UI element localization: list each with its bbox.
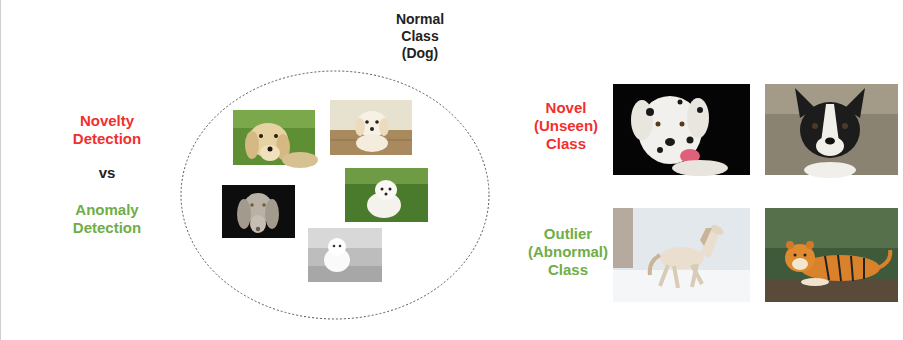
class-heading: Normal Class (Dog) <box>385 11 455 62</box>
method-label: Novelty Detection <box>57 112 157 148</box>
class-label: Outlier (Abnormal) Class <box>525 225 611 279</box>
versus-label: vs <box>87 164 127 182</box>
dotted-ellipse <box>180 70 490 320</box>
class-label: Novel (Unseen) Class <box>524 99 608 153</box>
class-region: Normal Class (Dog) <box>180 70 490 320</box>
method-label: Anomaly Detection <box>57 201 157 237</box>
